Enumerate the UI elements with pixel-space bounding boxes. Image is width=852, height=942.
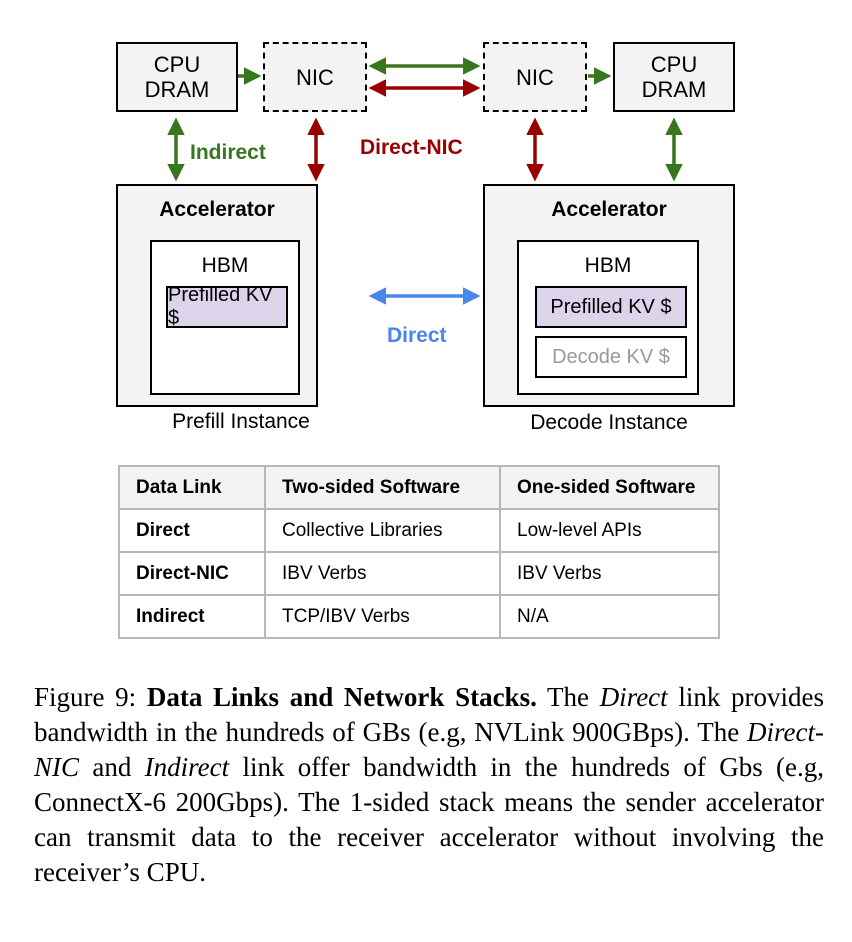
decode-kv: Decode KV $ [535,336,687,378]
caption-emphasis: Indirect [144,752,230,782]
decode-accelerator-title: Accelerator [551,198,667,221]
caption-emphasis: Direct [599,682,668,712]
right-cpu-label: CPU [650,52,698,77]
table-row: Direct Collective Libraries Low-level AP… [118,508,720,553]
header-two-sided: Two-sided Software [264,465,501,510]
prefill-accelerator-title: Accelerator [159,198,275,221]
caption-title: Data Links and Network Stacks. [146,682,537,712]
prefill-hbm-title: HBM [201,254,249,277]
left-nic-label: NIC [296,64,334,90]
decode-hbm-title: HBM [584,254,632,277]
cell-two-sided: Collective Libraries [264,508,501,553]
link-arrows [167,57,683,305]
right-dram-label: DRAM [641,77,707,102]
caption-text: The [536,682,600,712]
cell-link: Direct-NIC [118,551,266,596]
cell-one-sided: IBV Verbs [499,551,720,596]
caption-text: and [79,752,145,782]
decode-hbm: HBM Prefilled KV $ Decode KV $ [517,240,699,395]
left-nic-box: NIC [263,42,367,112]
cell-one-sided: Low-level APIs [499,508,720,553]
direct-nic-link-label: Direct-NIC [360,136,463,159]
decode-prefilled-kv: Prefilled KV $ [535,286,687,328]
prefill-prefilled-kv: Prefilled KV $ [166,284,288,329]
left-dram-label: DRAM [144,77,210,102]
left-cpu-label: CPU [153,52,201,77]
table-row: Direct-NIC IBV Verbs IBV Verbs [118,551,720,596]
indirect-link-label: Indirect [190,141,266,164]
caption-text: link offer bandwidth in the hundreds of … [34,752,825,887]
data-link-table: Data Link Two-sided Software One-sided S… [118,465,720,639]
caption-emphasis: Direct-NIC [34,717,824,782]
decode-accelerator: Accelerator HBM Prefilled KV $ Decode KV… [483,184,735,407]
table-header-row: Data Link Two-sided Software One-sided S… [118,465,720,510]
decode-instance-label: Decode Instance [530,411,688,434]
cell-link: Indirect [118,594,266,639]
right-nic-box: NIC [483,42,587,112]
caption-text: link provides bandwidth in the hundreds … [34,682,824,747]
prefill-instance-label: Prefill Instance [172,410,310,433]
cell-link: Direct [118,508,266,553]
cell-two-sided: IBV Verbs [264,551,501,596]
right-nic-label: NIC [516,64,554,90]
prefill-hbm: HBM Prefilled KV $ [150,240,300,395]
cell-two-sided: TCP/IBV Verbs [264,594,501,639]
header-one-sided: One-sided Software [499,465,720,510]
header-data-link: Data Link [118,465,266,510]
direct-link-label: Direct [387,324,447,347]
figure-caption: Figure 9: Data Links and Network Stacks.… [34,680,824,890]
cell-one-sided: N/A [499,594,720,639]
caption-label: Figure 9: [34,682,147,712]
prefill-accelerator: Accelerator HBM Prefilled KV $ [116,184,318,407]
table-row: Indirect TCP/IBV Verbs N/A [118,594,720,639]
